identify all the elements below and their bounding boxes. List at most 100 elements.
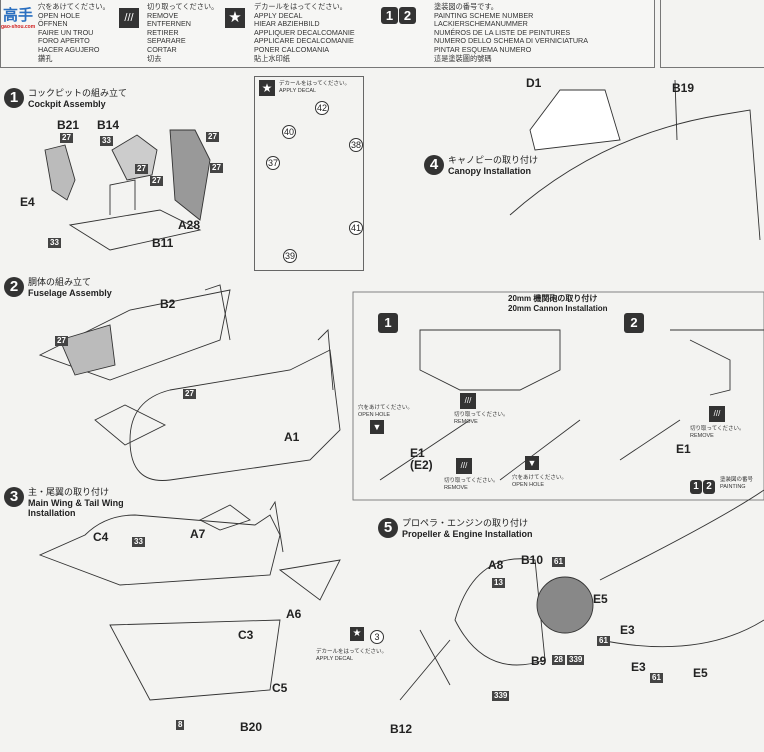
legend-text: 這是塗裝圖的號碼 [434,53,492,63]
step-number: 2 [4,277,24,297]
part-label-a7: A7 [190,527,206,541]
paint-color-box: 27 [183,389,196,399]
part-label-b14: B14 [97,118,120,132]
remove-note: 切り取ってください。REMOVE [454,412,509,425]
part-label-b10: B10 [521,553,544,567]
remove-icon: /// [460,393,476,409]
part-label-a6: A6 [286,607,302,621]
star-decal-icon: ★ [225,8,245,28]
paint-color-box: 27 [135,164,148,174]
remove-note: 切り取ってください。REMOVE [690,426,745,439]
part-label-d1: D1 [526,76,542,90]
step-number: 5 [378,518,398,538]
note-en: REMOVE [690,432,714,439]
legend-text: NUMÉROS DE LA LISTE DE PEINTURES [434,27,571,37]
legend-text: LACKIERSCHEMANUMMER [434,19,528,29]
step-title-jp: 主・尾翼の取り付け [28,487,110,497]
scheme-1-icon: 1 [381,7,398,24]
paint-color-box: 27 [150,176,163,186]
decal-en: APPLY DECAL [279,87,317,94]
scheme-2-icon: 2 [703,480,715,494]
remove-icon: /// [119,8,139,28]
part-label-e5: E5 [693,666,708,680]
note-jp: 穴をあけてください。 [512,475,567,481]
part-e1: E1 [410,446,425,460]
legend-text: FAIRE UN TROU [38,27,94,37]
legend-text: 鑽孔 [38,53,53,63]
scheme-1-icon: 1 [378,313,398,333]
decal-panel: ★ デカールをはってください。APPLY DECAL 42 40 38 37 4… [254,76,364,271]
open-hole-note: 穴をあけてください。OPEN HOLE [512,475,567,488]
note-en: OPEN HOLE [512,481,545,488]
step-title-en: Canopy Installation [448,165,532,176]
legend-text: APPLIQUER DECALCOMANIE [254,27,355,37]
step-number: 3 [4,487,24,507]
note-jp: 切り取ってください。 [444,478,499,484]
note-en: PAINTING [720,483,746,490]
legend-text: ENTFERNEN [147,19,191,29]
paint-color-box: 339 [567,655,585,665]
paint-color-box: 339 [492,691,510,701]
part-label-b12: B12 [390,722,413,736]
step-title-en: Fuselage Assembly [28,287,112,298]
note-jp: 切り取ってください。 [454,412,509,418]
decal-number: 37 [266,156,280,170]
note-jp: デカールをはってください。 [316,649,388,655]
paint-color-box: 61 [597,636,610,646]
scheme-1-icon: 1 [690,480,702,494]
step-title-jp: プロペラ・エンジンの取り付け [402,518,529,528]
legend-right-box [660,0,764,68]
decal-number: 38 [349,138,363,152]
paint-color-box: 27 [60,133,73,143]
step-title-en: Main Wing & Tail Wing Installation [28,497,124,519]
part-label-a8: A8 [488,558,504,572]
legend-text: 切り取ってください。 [147,2,219,11]
legend-text: HACER AGUJERO [38,44,100,54]
part-label-a28: A28 [178,218,201,232]
step-title-en: Propeller & Engine Installation [402,528,533,539]
part-label-e4: E4 [20,195,35,209]
part-label: E1(E2) [410,447,433,471]
step-number: 1 [4,88,24,108]
paint-color-box: 27 [206,132,219,142]
step-title-jp: キャノピーの取り付け [448,155,539,165]
star-decal-icon: ★ [350,627,364,641]
paint-color-box: 33 [100,136,113,146]
drill-icon: ▼ [525,456,539,470]
paint-color-box: 61 [552,557,565,567]
legend-text: 塗装図の番号です。 [434,2,498,11]
decal-number: 42 [315,101,329,115]
apply-decal-note: デカールをはってください。APPLY DECAL [316,649,387,662]
legend-text: APPLICARE DECALCOMANIE [254,36,354,46]
note-en: REMOVE [454,418,478,425]
cannon-title-jp: 20mm 機関砲の取り付け [508,294,598,303]
watermark-url: gao-shou.com [1,24,36,30]
legend-text: デカールをはってください。 [254,2,347,11]
note-jp: 切り取ってください。 [690,426,745,432]
legend-text: PAINTING SCHEME NUMBER [434,10,534,20]
legend-text: PONER CALCOMANIA [254,44,330,54]
step-title-jp: 胴体の組み立て [28,277,92,287]
decal-number: 39 [283,249,297,263]
paint-color-box: 28 [552,655,565,665]
part-e2: (E2) [410,458,433,472]
decal-number: 41 [349,221,363,235]
remove-note: 切り取ってください。REMOVE [444,478,499,491]
part-label-b19: B19 [672,81,695,95]
part-label-e3: E3 [631,660,646,674]
decal-number: 3 [370,630,384,644]
part-label-a1: A1 [284,430,300,444]
note-en: OPEN HOLE [358,411,391,418]
part-label-e5: E5 [593,592,608,606]
part-label-b21: B21 [57,118,80,132]
